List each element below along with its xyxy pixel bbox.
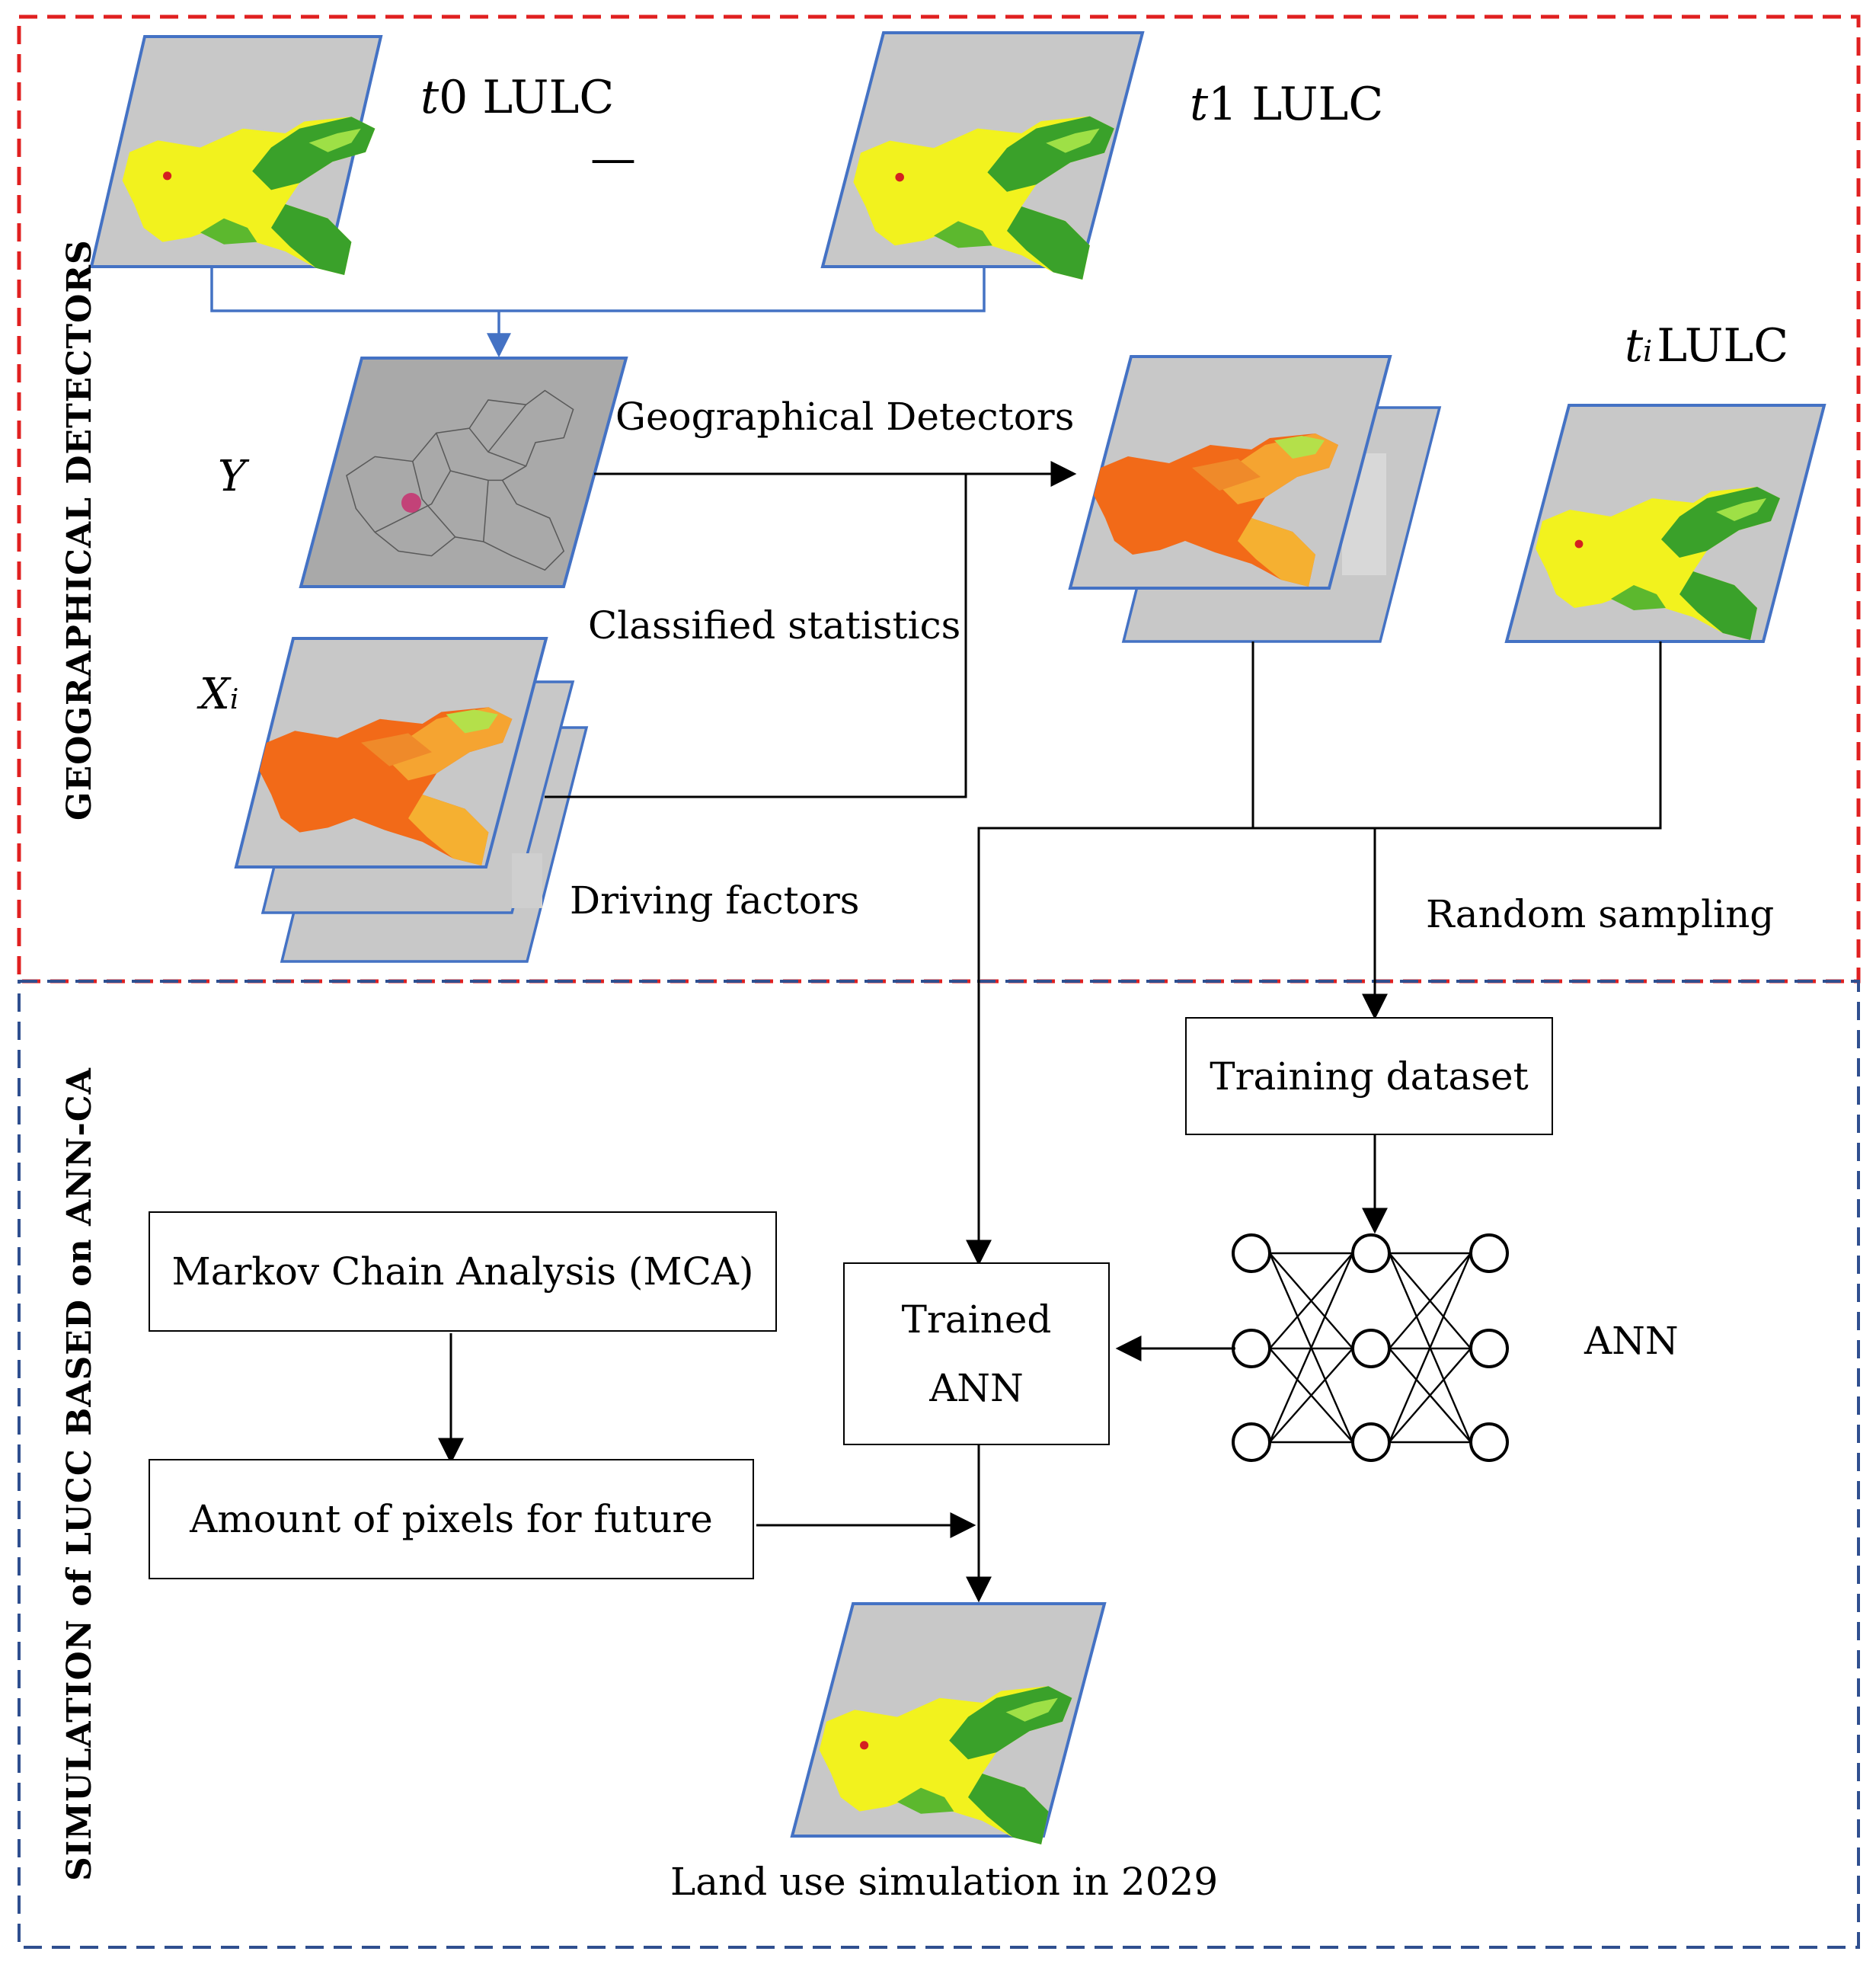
ann-node-layer-2 xyxy=(1351,1329,1391,1368)
ann-network xyxy=(1232,1233,1509,1462)
markov-chain-box: Markov Chain Analysis (MCA) xyxy=(149,1211,777,1332)
ann-connection xyxy=(1269,1348,1353,1443)
factor-texture-grayscale xyxy=(512,853,542,908)
trained-ann-text-line2: ANN xyxy=(929,1366,1024,1410)
random-sampling-label: Random sampling xyxy=(1426,892,1775,936)
section-title-geographical-detectors: GEOGRAPHICAL DETECTORS xyxy=(60,239,99,821)
xi-label-subscript: i xyxy=(229,684,239,715)
ann-node-layer-3 xyxy=(1469,1233,1509,1273)
ann-node-layer-1 xyxy=(1232,1233,1271,1273)
ann-node-layer-3 xyxy=(1469,1422,1509,1462)
classified-statistics-connector xyxy=(545,474,967,798)
ann-connection xyxy=(1389,1252,1472,1349)
factors-to-trained-ann-arrow xyxy=(966,827,1253,1266)
ann-connection xyxy=(1268,1252,1354,1443)
ann-connection xyxy=(1389,1348,1472,1443)
t0-lulc-label: t0 LULC xyxy=(420,75,614,120)
ti-label-italic-t: t xyxy=(1625,319,1644,373)
section-title-simulation: SIMULATION of LUCC BASED on ANN-CA xyxy=(60,1067,99,1881)
simulation-2029-map xyxy=(790,1602,1107,1844)
geographical-detectors-label: Geographical Detectors xyxy=(615,395,1075,439)
xi-label: Xi xyxy=(200,673,238,716)
ann-node-layer-3 xyxy=(1469,1329,1509,1368)
classified-statistics-label: Classified statistics xyxy=(588,603,961,648)
urban-core-marker xyxy=(401,493,421,513)
driving-factors-stack xyxy=(234,637,589,963)
land-use-simulation-label: Land use simulation in 2029 xyxy=(670,1860,1219,1904)
ann-node-layer-2 xyxy=(1351,1233,1391,1273)
factor-result-stack xyxy=(1068,355,1442,643)
t1-label-rest: 1 LULC xyxy=(1208,78,1384,131)
ti-label-rest: LULC xyxy=(1657,319,1789,373)
ti-label-subscript: i xyxy=(1643,334,1653,368)
xi-label-main: X xyxy=(200,670,230,719)
y-label: Y xyxy=(218,452,246,501)
t1-label-italic-t: t xyxy=(1190,78,1209,131)
ann-node-layer-1 xyxy=(1232,1422,1271,1462)
t0-lulc-map xyxy=(89,35,383,275)
ann-connection xyxy=(1269,1252,1353,1349)
ann-node-layer-1 xyxy=(1232,1329,1271,1368)
y-boundary-map xyxy=(299,357,628,588)
t0-label-rest: 0 LULC xyxy=(439,71,615,124)
ann-label: ANN xyxy=(1584,1319,1679,1363)
ti-lulc-map xyxy=(1504,404,1826,643)
trained-ann-text-line1: Trained xyxy=(901,1297,1052,1342)
t0-t1-dash: — xyxy=(590,132,636,185)
t0-t1-connector xyxy=(210,268,986,312)
sampling-connector xyxy=(1251,641,1662,830)
driving-factors-label: Driving factors xyxy=(570,878,860,923)
markov-chain-text: Markov Chain Analysis (MCA) xyxy=(171,1249,754,1294)
amount-of-pixels-text: Amount of pixels for future xyxy=(190,1497,713,1541)
trained-ann-box: Trained ANN xyxy=(843,1262,1110,1445)
amount-of-pixels-box: Amount of pixels for future xyxy=(149,1459,754,1579)
training-dataset-box: Training dataset xyxy=(1185,1017,1553,1135)
t1-lulc-label: t1 LULC xyxy=(1190,82,1383,127)
t1-lulc-map xyxy=(820,31,1145,280)
ann-node-layer-2 xyxy=(1351,1422,1391,1462)
ann-connection xyxy=(1388,1252,1472,1443)
t0-label-italic-t: t xyxy=(420,71,439,124)
simulation-frame xyxy=(18,980,1860,1949)
training-dataset-text: Training dataset xyxy=(1210,1054,1529,1099)
